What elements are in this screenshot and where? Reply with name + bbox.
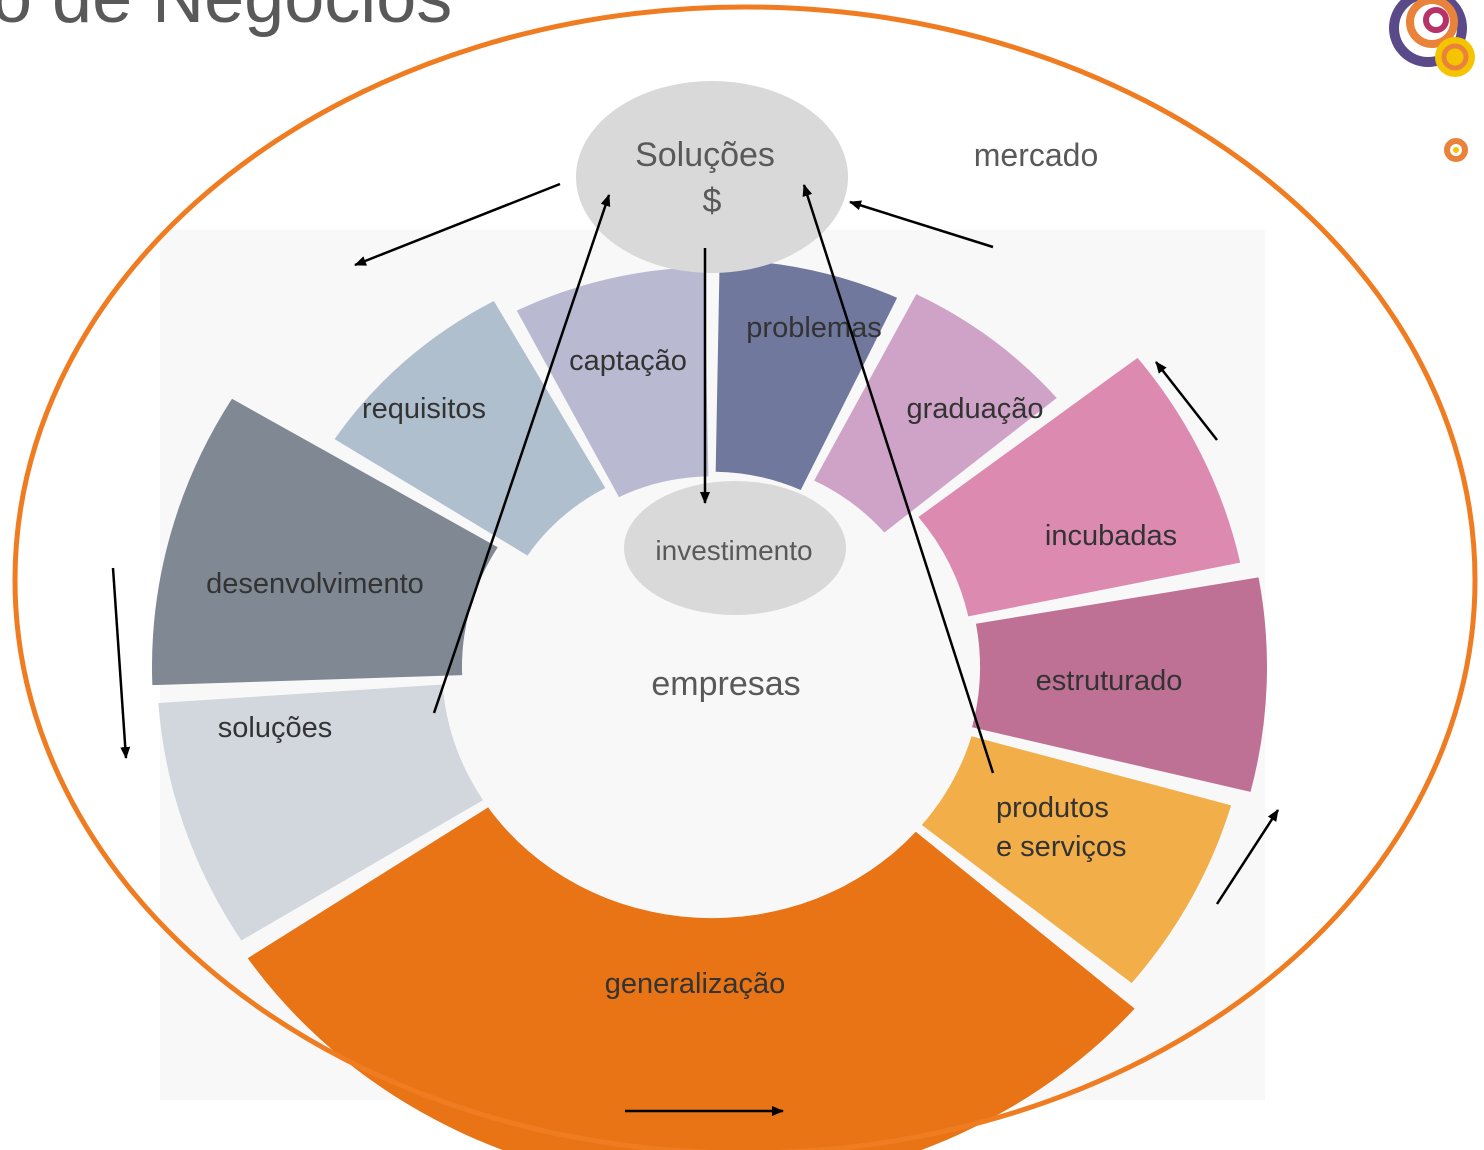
arrow-solutions-segment-to-market xyxy=(432,194,611,714)
segment-label-requisitos: requisitos xyxy=(362,393,486,425)
segment-label-problemas: problemas xyxy=(746,312,881,344)
segment-label-solucoes: soluções xyxy=(218,712,332,744)
segment-desenvolvimento xyxy=(152,398,498,686)
segment-label-servicos: e serviços xyxy=(996,831,1127,863)
segment-generalizacao xyxy=(247,807,1135,1150)
money-symbol-label: $ xyxy=(703,182,722,220)
arrow-right-upper xyxy=(1155,361,1218,441)
arrow-market-to-requirements xyxy=(354,182,561,267)
segment-incubadas xyxy=(918,357,1241,617)
slide-title: o de Negócios xyxy=(0,0,452,38)
market-ellipse xyxy=(12,4,1478,1150)
logo-rings-icon xyxy=(1389,0,1475,77)
segment-label-estruturado: estruturado xyxy=(1036,665,1183,697)
segment-problemas xyxy=(715,259,898,490)
market-label: mercado xyxy=(974,137,1099,173)
investment-bubble xyxy=(624,481,846,615)
wheel-segments xyxy=(152,259,1268,1150)
segment-label-graduacao: graduação xyxy=(906,393,1043,425)
segment-estruturado xyxy=(972,577,1268,792)
solutions-bubble xyxy=(576,81,848,273)
segment-label-produtos: produtos xyxy=(996,792,1109,824)
flow-arrows xyxy=(111,182,1280,1116)
segment-label-incubadas: incubadas xyxy=(1045,520,1177,552)
arrow-products-to-market xyxy=(802,184,995,774)
solutions-bubble-label: Soluções xyxy=(635,136,775,174)
segment-produtos xyxy=(921,736,1232,984)
arrow-left-down xyxy=(111,567,131,759)
arrow-right-lower xyxy=(1215,809,1280,905)
companies-label: empresas xyxy=(651,665,800,703)
arrow-cycle-to-solutions xyxy=(849,200,994,249)
segment-graduacao xyxy=(814,294,1057,533)
segment-label-generalizacao: generalização xyxy=(605,968,786,1000)
segment-label-desenvolvimento: desenvolvimento xyxy=(206,568,424,600)
bullet-ring-icon xyxy=(1444,138,1468,162)
investment-bubble-label: investimento xyxy=(655,535,812,566)
segment-requisitos xyxy=(334,300,606,556)
segment-label-captacao: captação xyxy=(569,345,687,377)
segment-solucoes xyxy=(158,684,484,941)
